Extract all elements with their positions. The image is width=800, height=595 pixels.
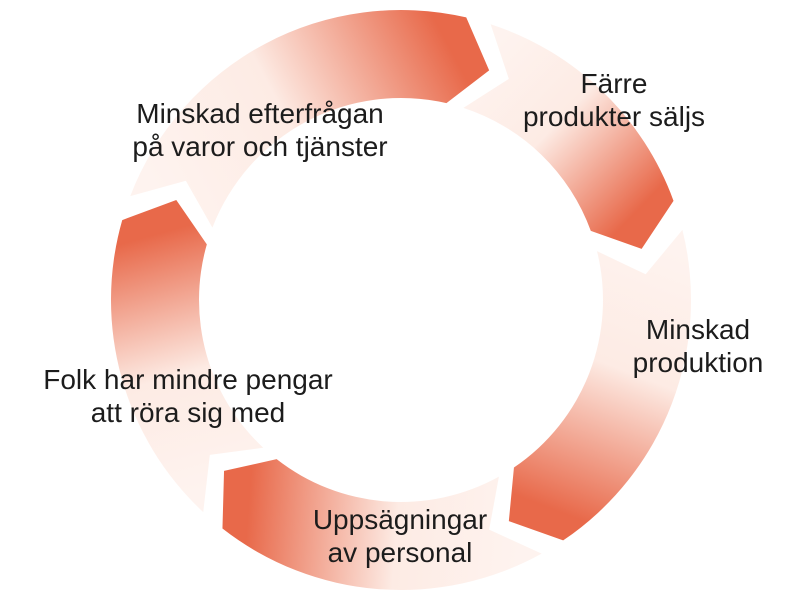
step-label-less-money: Folk har mindre pengar att röra sig med — [43, 363, 332, 429]
cycle-arrow-less-money — [111, 199, 264, 513]
label-line: Folk har mindre pengar — [43, 364, 333, 395]
step-label-fewer-products: Färre produkter säljs — [523, 67, 705, 133]
cycle-arrow-fewer-products — [463, 24, 674, 249]
label-line: att röra sig med — [90, 397, 286, 428]
label-line: Uppsägningar — [312, 504, 488, 535]
step-label-layoffs: Uppsägningar av personal — [313, 503, 487, 569]
step-label-reduced-production: Minskad produktion — [633, 313, 764, 379]
cycle-arrow-reduced-production — [508, 229, 691, 541]
cycle-arrow-reduced-demand — [130, 10, 490, 228]
label-line: av personal — [327, 537, 473, 568]
label-line: produkter säljs — [522, 101, 706, 132]
label-line: på varor och tjänster — [132, 131, 388, 162]
label-line: Minskad — [645, 314, 751, 345]
label-line: produktion — [632, 347, 764, 378]
step-label-reduced-demand: Minskad efterfrågan på varor och tjänste… — [132, 97, 387, 163]
cycle-arrow-layoffs — [222, 459, 542, 591]
label-line: Färre — [580, 68, 648, 99]
label-line: Minskad efterfrågan — [136, 98, 384, 129]
